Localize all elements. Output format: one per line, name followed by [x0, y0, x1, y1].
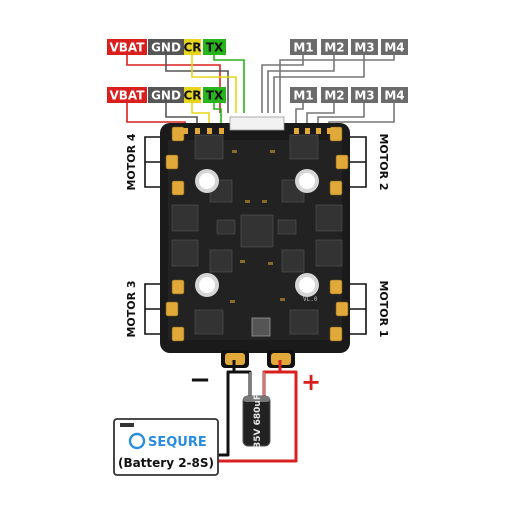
sequre-logo-icon [128, 432, 146, 450]
label-m3-top-text: M3 [354, 41, 374, 55]
label-cr-top-text: CR [183, 41, 201, 55]
label-m4-mid-text: M4 [384, 89, 404, 103]
label-m2-mid: M2 [321, 87, 348, 103]
label-vbat-mid-text: VBAT [110, 89, 146, 103]
inductor [251, 317, 271, 337]
label-cr-mid: CR [183, 87, 202, 103]
mid-label-row: VBAT GND CR TX M1 M2 M3 M4 [107, 87, 408, 103]
label-tx-top-text: TX [206, 41, 224, 55]
board-marking: VL.0 [303, 296, 318, 303]
label-vbat-top: VBAT [107, 39, 147, 55]
label-m4-top: M4 [381, 39, 408, 55]
battery-pads [221, 350, 295, 368]
label-gnd-mid-text: GND [151, 89, 181, 103]
label-m2-top: M2 [321, 39, 348, 55]
label-m3-mid-text: M3 [354, 89, 374, 103]
signal-wires [126, 55, 395, 131]
capacitor-label: 35V 680uF [253, 394, 263, 448]
label-gnd-top-text: GND [151, 41, 181, 55]
label-gnd-mid: GND [148, 87, 184, 103]
top-label-row: VBAT GND CR TX M1 M2 M3 M4 [107, 39, 408, 55]
negative-symbol: − [189, 365, 211, 395]
label-m3-mid: M3 [351, 87, 378, 103]
label-tx-top: TX [203, 39, 226, 55]
capacitor: 35V 680uF [242, 394, 271, 448]
battery-box: SEQURE (Battery 2-8S) [113, 418, 219, 476]
battery-brand: SEQURE [148, 435, 207, 450]
label-vbat-mid: VBAT [107, 87, 147, 103]
motor-3-label: MOTOR 3 [125, 280, 138, 337]
positive-symbol: + [301, 368, 321, 396]
label-cr-mid-text: CR [183, 89, 201, 103]
label-m1-top-text: M1 [293, 41, 313, 55]
label-m2-top-text: M2 [324, 41, 344, 55]
label-m4-top-text: M4 [384, 41, 404, 55]
label-m1-mid: M1 [290, 87, 317, 103]
label-m3-top: M3 [351, 39, 378, 55]
battery-subtitle: (Battery 2-8S) [118, 456, 214, 470]
label-cr-top: CR [183, 39, 202, 55]
smd-components [230, 150, 285, 303]
label-m2-mid-text: M2 [324, 89, 344, 103]
signal-connector [229, 116, 285, 131]
motor-1-label: MOTOR 1 [377, 280, 390, 337]
label-tx-mid: TX [203, 87, 226, 103]
label-m4-mid: M4 [381, 87, 408, 103]
motor-pads [165, 126, 349, 342]
signal-pads [183, 128, 332, 134]
label-m1-mid-text: M1 [293, 89, 313, 103]
label-vbat-top-text: VBAT [110, 41, 146, 55]
esc-board: VL.0 [160, 116, 350, 368]
power-wires [218, 360, 298, 463]
motor-4-label: MOTOR 4 [125, 133, 138, 190]
mounting-holes [195, 169, 319, 297]
label-tx-mid-text: TX [206, 89, 224, 103]
motor-2-label: MOTOR 2 [377, 133, 390, 190]
label-m1-top: M1 [290, 39, 317, 55]
mosfet-chips [171, 134, 343, 335]
label-gnd-top: GND [148, 39, 184, 55]
